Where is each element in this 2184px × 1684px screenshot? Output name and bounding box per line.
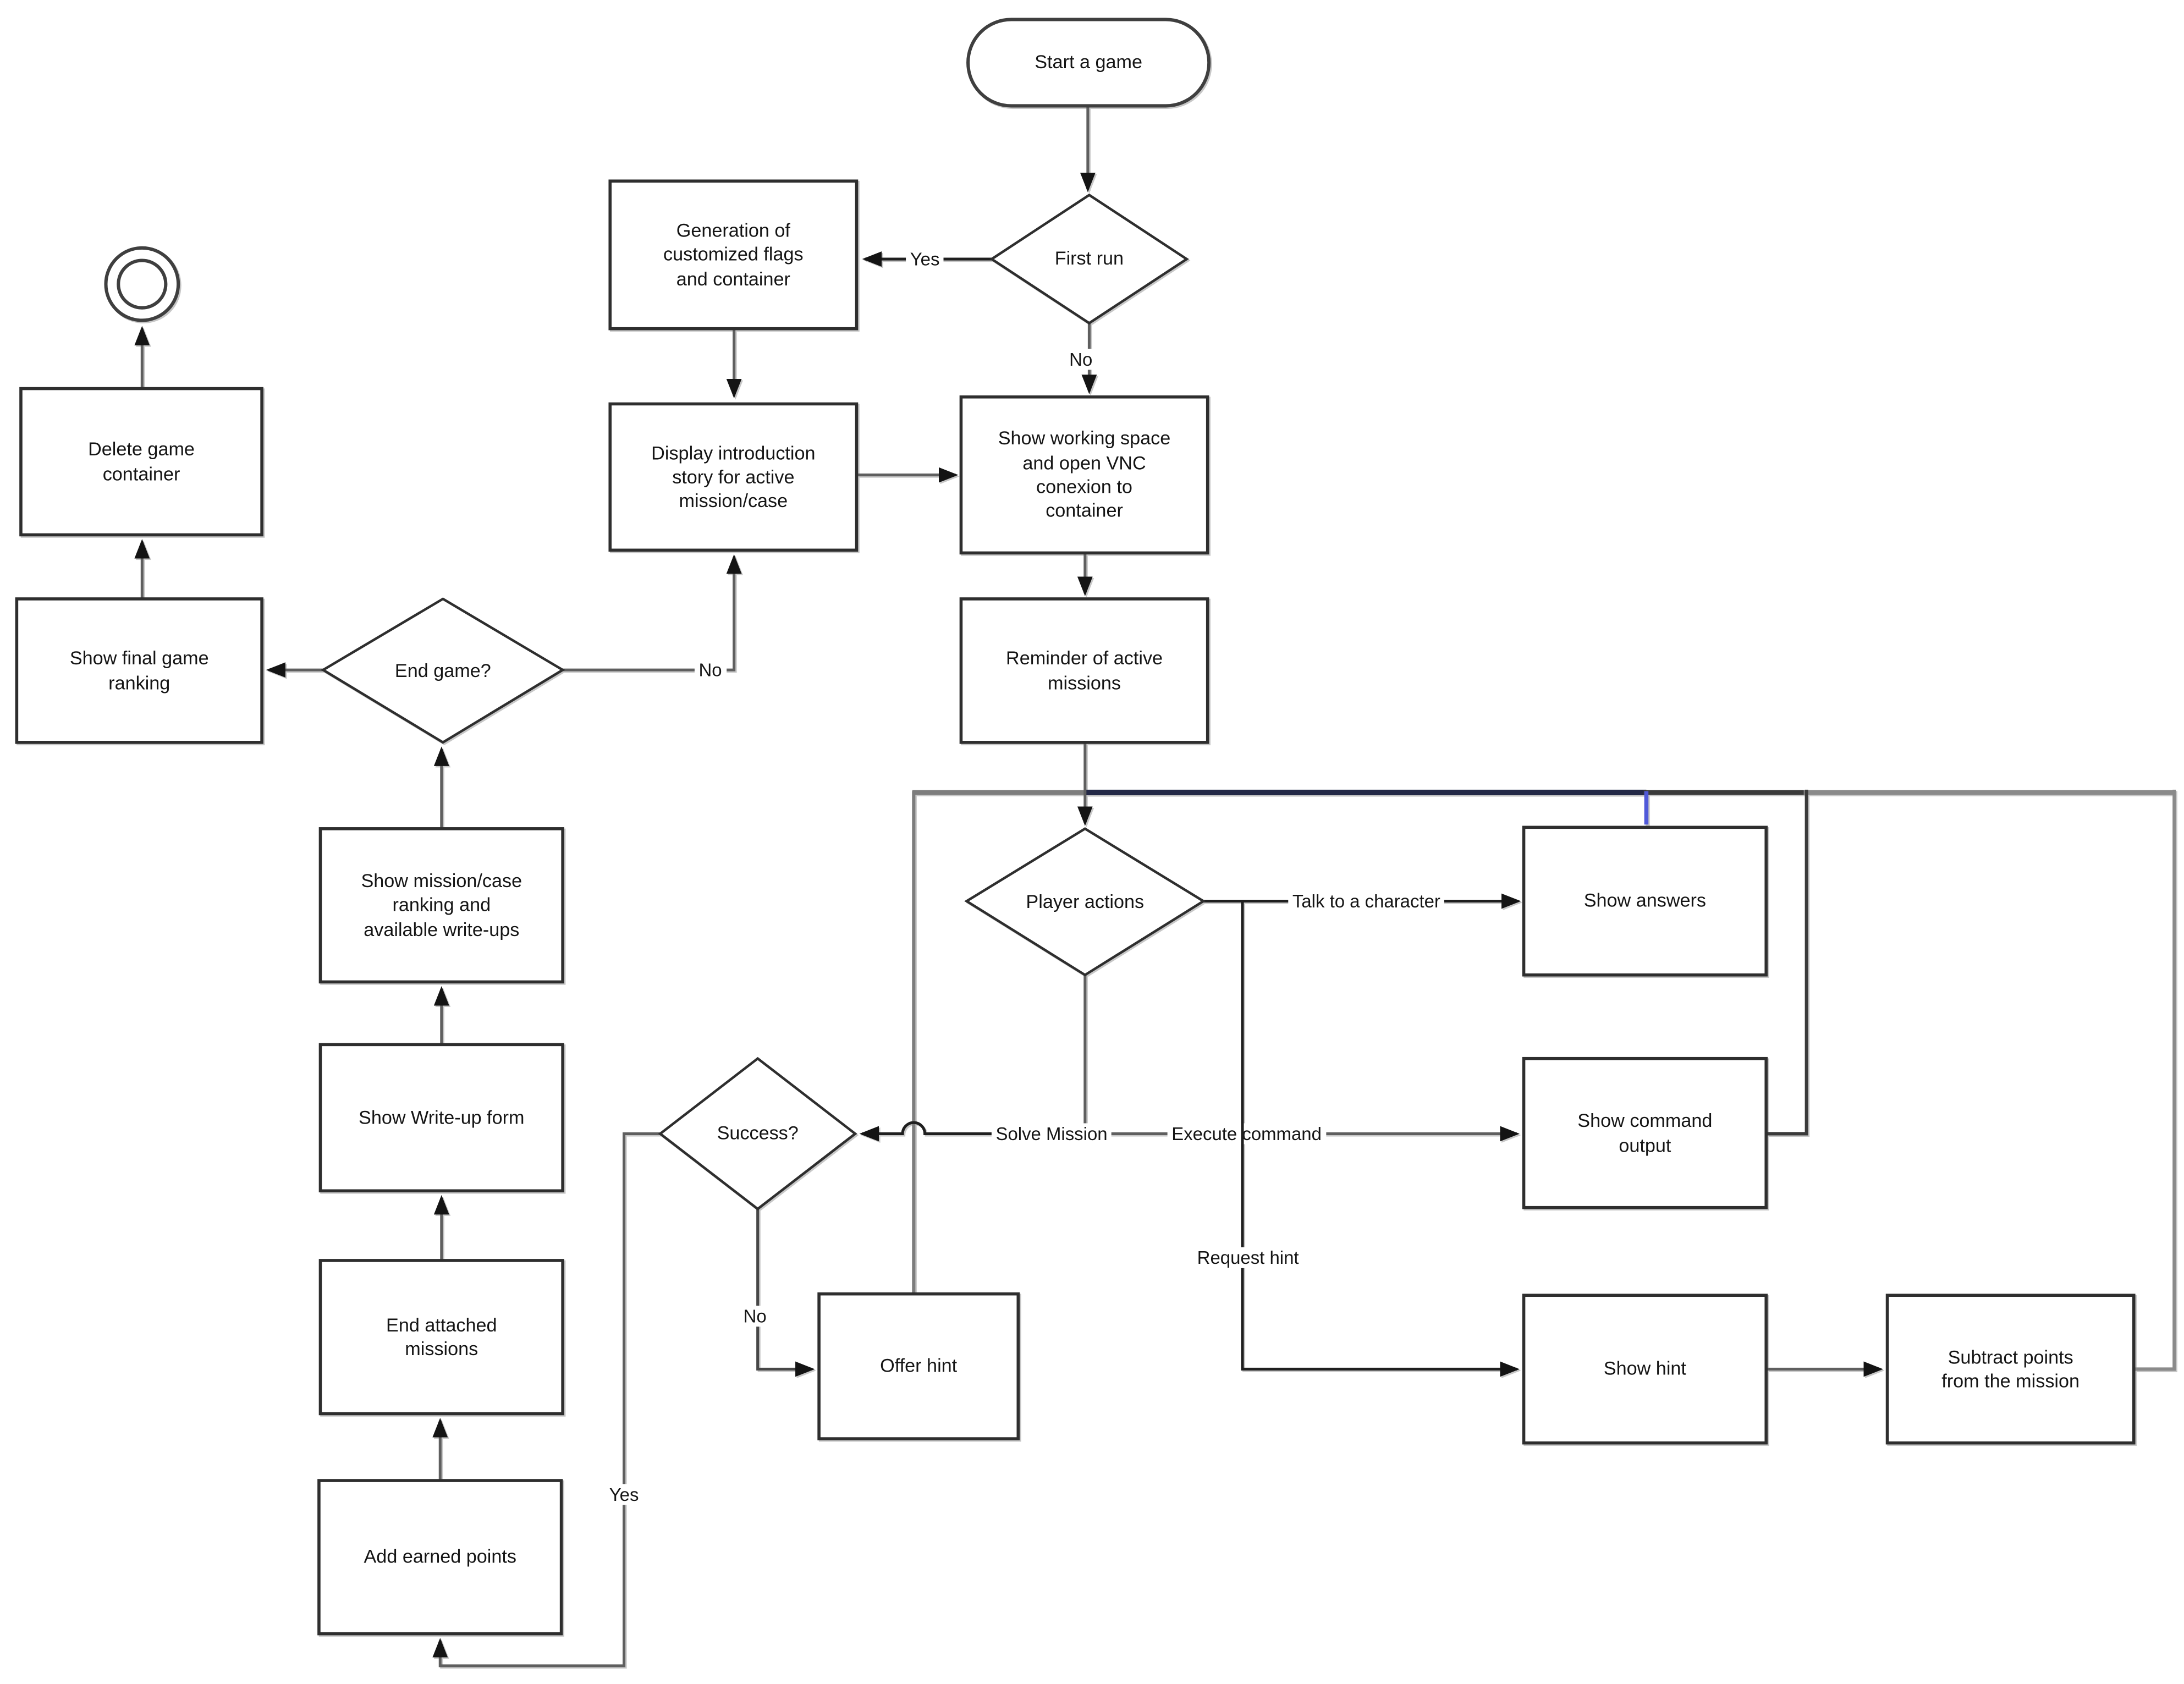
- edge-request-hint: [1241, 901, 1520, 1377]
- edge-success-yes: [432, 1132, 661, 1668]
- reminder-box: [959, 597, 1209, 744]
- edge-label-request-hint: Request hint: [1193, 1247, 1303, 1268]
- edge-label-first-run-no: No: [1065, 349, 1097, 370]
- show-final-box: [15, 597, 263, 744]
- edge-label-success-no: No: [739, 1306, 771, 1327]
- show-hint-box: [1522, 1294, 1768, 1445]
- end-attached-box: [318, 1259, 564, 1416]
- edge-show-command-return: [1766, 789, 1808, 1136]
- subtract-points-box: [1885, 1294, 2136, 1445]
- node-subtract-points: Subtract points from the mission: [1941, 1346, 2080, 1391]
- end-game-diamond: [321, 597, 565, 744]
- edge-label-execute-command: Execute command: [1167, 1123, 1326, 1144]
- edge-label-solve-mission: Solve Mission: [991, 1123, 1112, 1144]
- node-end-attached-missions: End attached missions: [386, 1314, 497, 1360]
- show-working-box: [959, 395, 1209, 555]
- add-earned-box: [317, 1479, 563, 1636]
- node-first-run-decision: First run: [1054, 248, 1124, 269]
- node-end-game-decision: End game?: [394, 660, 491, 681]
- delete-game-box: [19, 387, 263, 537]
- edge-label-talk-to-a-character: Talk to a character: [1288, 890, 1445, 912]
- node-generation-of-flags: Generation of customized flags and conta…: [663, 220, 804, 289]
- node-show-command-output: Show command output: [1577, 1110, 1713, 1155]
- edge-subtract-return: [2133, 789, 2176, 1371]
- end-terminator-inner-circle: [117, 258, 168, 310]
- player-actions-diamond: [964, 827, 1206, 977]
- offer-hint-box: [817, 1292, 1020, 1440]
- success-diamond: [658, 1056, 857, 1211]
- node-show-hint: Show hint: [1603, 1358, 1686, 1380]
- edge-solve-mission: [859, 1121, 1085, 1142]
- node-show-answers: Show answers: [1583, 890, 1707, 912]
- node-start-a-game: Start a game: [1035, 52, 1143, 73]
- show-answers-box: [1522, 826, 1768, 977]
- edge-label-success-yes: Yes: [605, 1484, 643, 1505]
- edge-label-end-game-no: No: [694, 659, 727, 681]
- node-delete-game-container: Delete game container: [88, 439, 195, 485]
- request-hint-line-crossing: [1241, 1121, 1244, 1147]
- node-success-decision: Success?: [717, 1123, 799, 1144]
- display-intro-box: [608, 402, 859, 552]
- node-offer-hint: Offer hint: [880, 1356, 958, 1377]
- node-show-working-space: Show working space and open VNC conexion…: [998, 428, 1171, 521]
- edge-label-first-run-yes: Yes: [906, 249, 944, 270]
- generation-box: [608, 179, 859, 331]
- edge-success-no: [756, 1209, 815, 1377]
- node-show-mission-case-ranking: Show mission/case ranking and available …: [361, 871, 522, 940]
- show-command-box: [1522, 1056, 1768, 1209]
- node-reminder-active-missions: Reminder of active missions: [1006, 648, 1163, 693]
- first-run-diamond: [989, 193, 1189, 325]
- show-mission-case-box: [318, 827, 564, 984]
- node-player-actions-decision: Player actions: [1026, 891, 1145, 912]
- edge-endgame-no: [563, 554, 742, 672]
- node-show-final-game-ranking: Show final game ranking: [69, 648, 209, 693]
- node-display-introduction-story: Display introduction story for active mi…: [651, 442, 816, 511]
- node-add-earned-points: Add earned points: [364, 1546, 517, 1567]
- show-writeup-box: [318, 1043, 564, 1193]
- start-terminator-shape: [966, 18, 1211, 108]
- node-show-writeup-form: Show Write-up form: [359, 1107, 525, 1128]
